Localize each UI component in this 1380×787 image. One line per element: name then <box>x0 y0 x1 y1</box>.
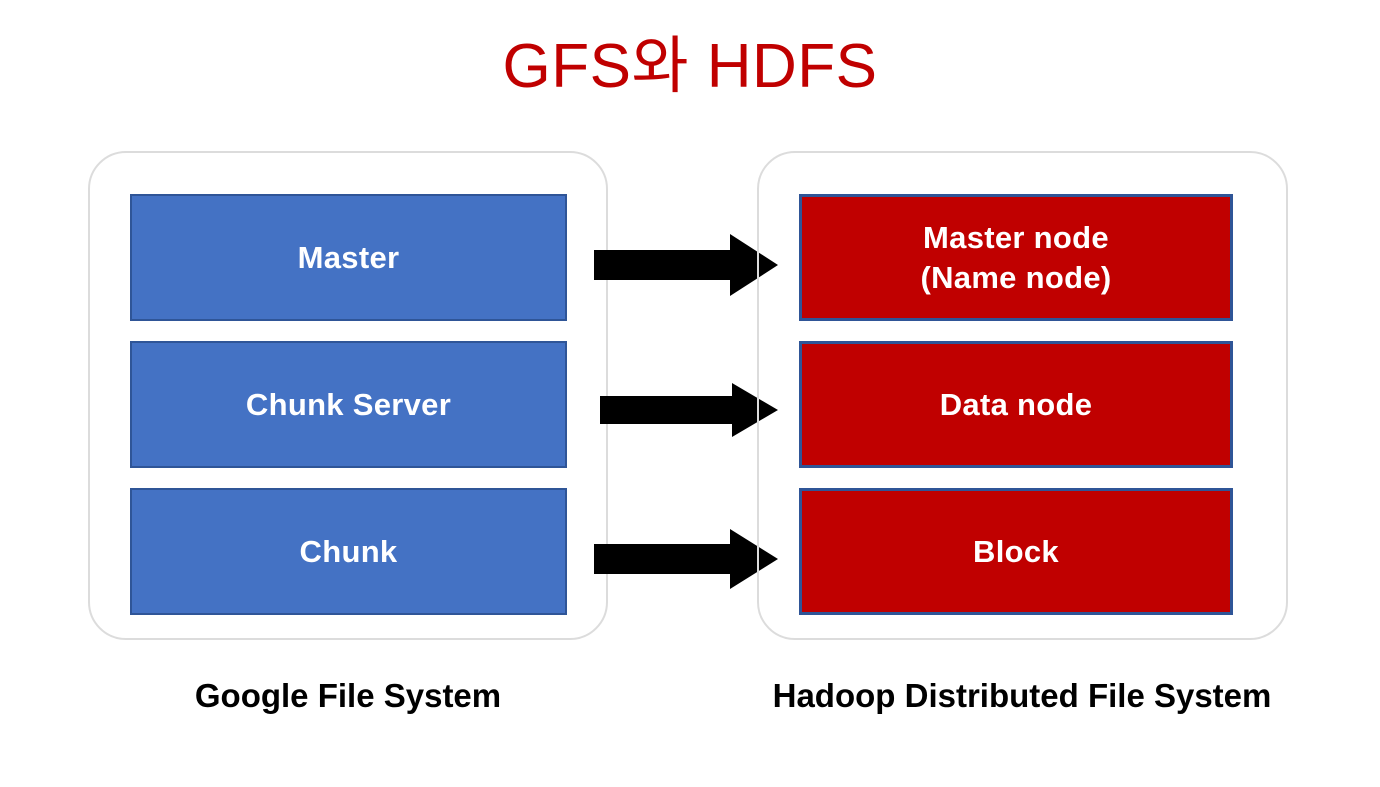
hdfs-group-caption: Hadoop Distributed File System <box>772 677 1272 714</box>
gfs-box-chunk-server[interactable]: Chunk Server <box>130 341 567 468</box>
hdfs-box-master-node-label: Master node (Name node) <box>920 218 1111 297</box>
hdfs-box-block[interactable]: Block <box>799 488 1233 615</box>
gfs-box-master[interactable]: Master <box>130 194 567 321</box>
hdfs-box-data-node[interactable]: Data node <box>799 341 1233 468</box>
hdfs-group-panel <box>757 151 1288 640</box>
page-title: GFS와 HDFS <box>502 32 878 101</box>
arrow-chunk-server-to-data-node <box>600 383 778 437</box>
hdfs-box-master-node[interactable]: Master node (Name node) <box>799 194 1233 321</box>
hdfs-box-master-node-label-line2: (Name node) <box>920 259 1112 295</box>
arrow-chunk-to-block <box>594 529 778 589</box>
gfs-box-chunk-server-label: Chunk Server <box>245 386 452 422</box>
gfs-box-master-label: Master <box>297 239 400 275</box>
gfs-box-chunk[interactable]: Chunk <box>130 488 567 615</box>
gfs-group-panel <box>88 151 608 640</box>
hdfs-box-data-node-label: Data node <box>939 386 1093 422</box>
gfs-box-chunk-label: Chunk <box>299 533 398 569</box>
arrow-master-to-master-node <box>594 234 778 296</box>
hdfs-box-block-label: Block <box>973 533 1059 569</box>
hdfs-box-master-node-label-line1: Master node <box>923 219 1109 255</box>
gfs-group-caption: Google File System <box>194 677 502 714</box>
